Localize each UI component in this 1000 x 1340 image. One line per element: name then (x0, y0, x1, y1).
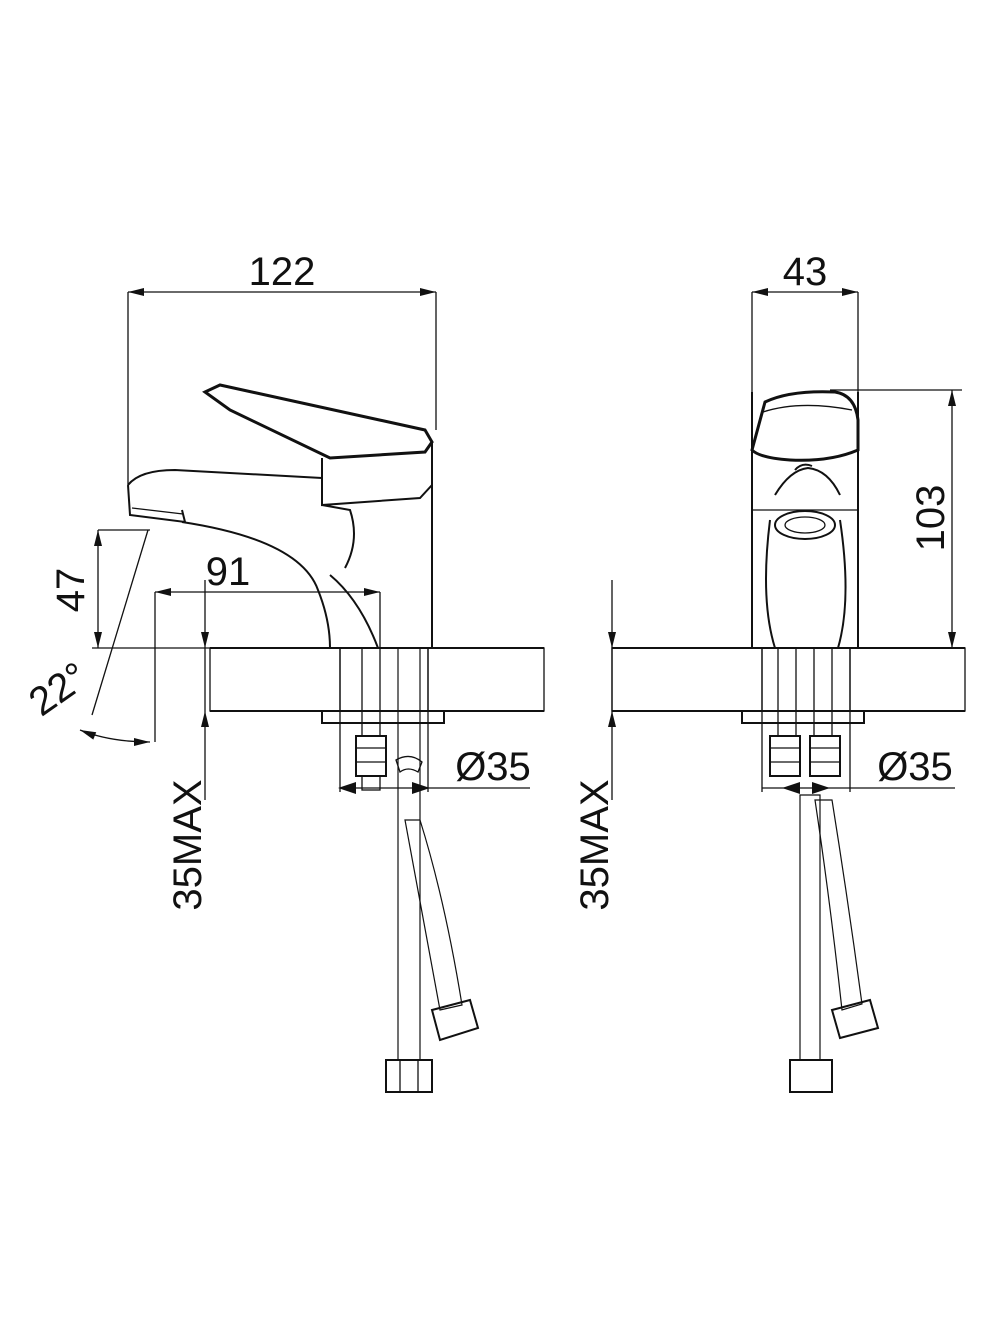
side-faucet-body (127, 383, 434, 649)
label-body-width: 43 (783, 250, 828, 294)
dim-overall-height: 103 (830, 389, 962, 649)
label-spout-angle: 22° (21, 654, 96, 725)
label-deck-thickness-side: 35MAX (166, 779, 210, 910)
dim-spout-height: 47 (49, 529, 210, 649)
label-hole-diameter-side: Ø35 (455, 745, 531, 789)
dim-overall-length: 122 (127, 250, 437, 485)
dim-spout-angle: 22° (21, 529, 151, 746)
dim-body-width: 43 (751, 250, 859, 392)
front-countertop (611, 647, 966, 712)
front-faucet-body (750, 390, 860, 649)
side-countertop (209, 647, 545, 712)
side-mounting-hardware (321, 647, 480, 1093)
label-spout-height: 47 (49, 568, 93, 613)
front-view: 43 103 35MAX Ø35 (573, 250, 966, 1093)
side-view: 122 91 47 22° 35MAX (21, 250, 545, 1093)
label-deck-thickness-front: 35MAX (573, 779, 617, 910)
label-overall-length: 122 (249, 250, 316, 294)
label-hole-diameter-front: Ø35 (877, 745, 953, 789)
dim-deck-thickness-front: 35MAX (573, 580, 617, 911)
label-overall-height: 103 (909, 485, 953, 552)
dim-hole-diameter-front: Ø35 (761, 711, 955, 794)
dim-deck-thickness-side: 35MAX (166, 580, 210, 911)
front-mounting-hardware (741, 647, 880, 1093)
label-spout-reach: 91 (206, 550, 251, 594)
dim-spout-reach: 91 (154, 550, 381, 742)
dim-hole-diameter-side: Ø35 (338, 711, 531, 794)
